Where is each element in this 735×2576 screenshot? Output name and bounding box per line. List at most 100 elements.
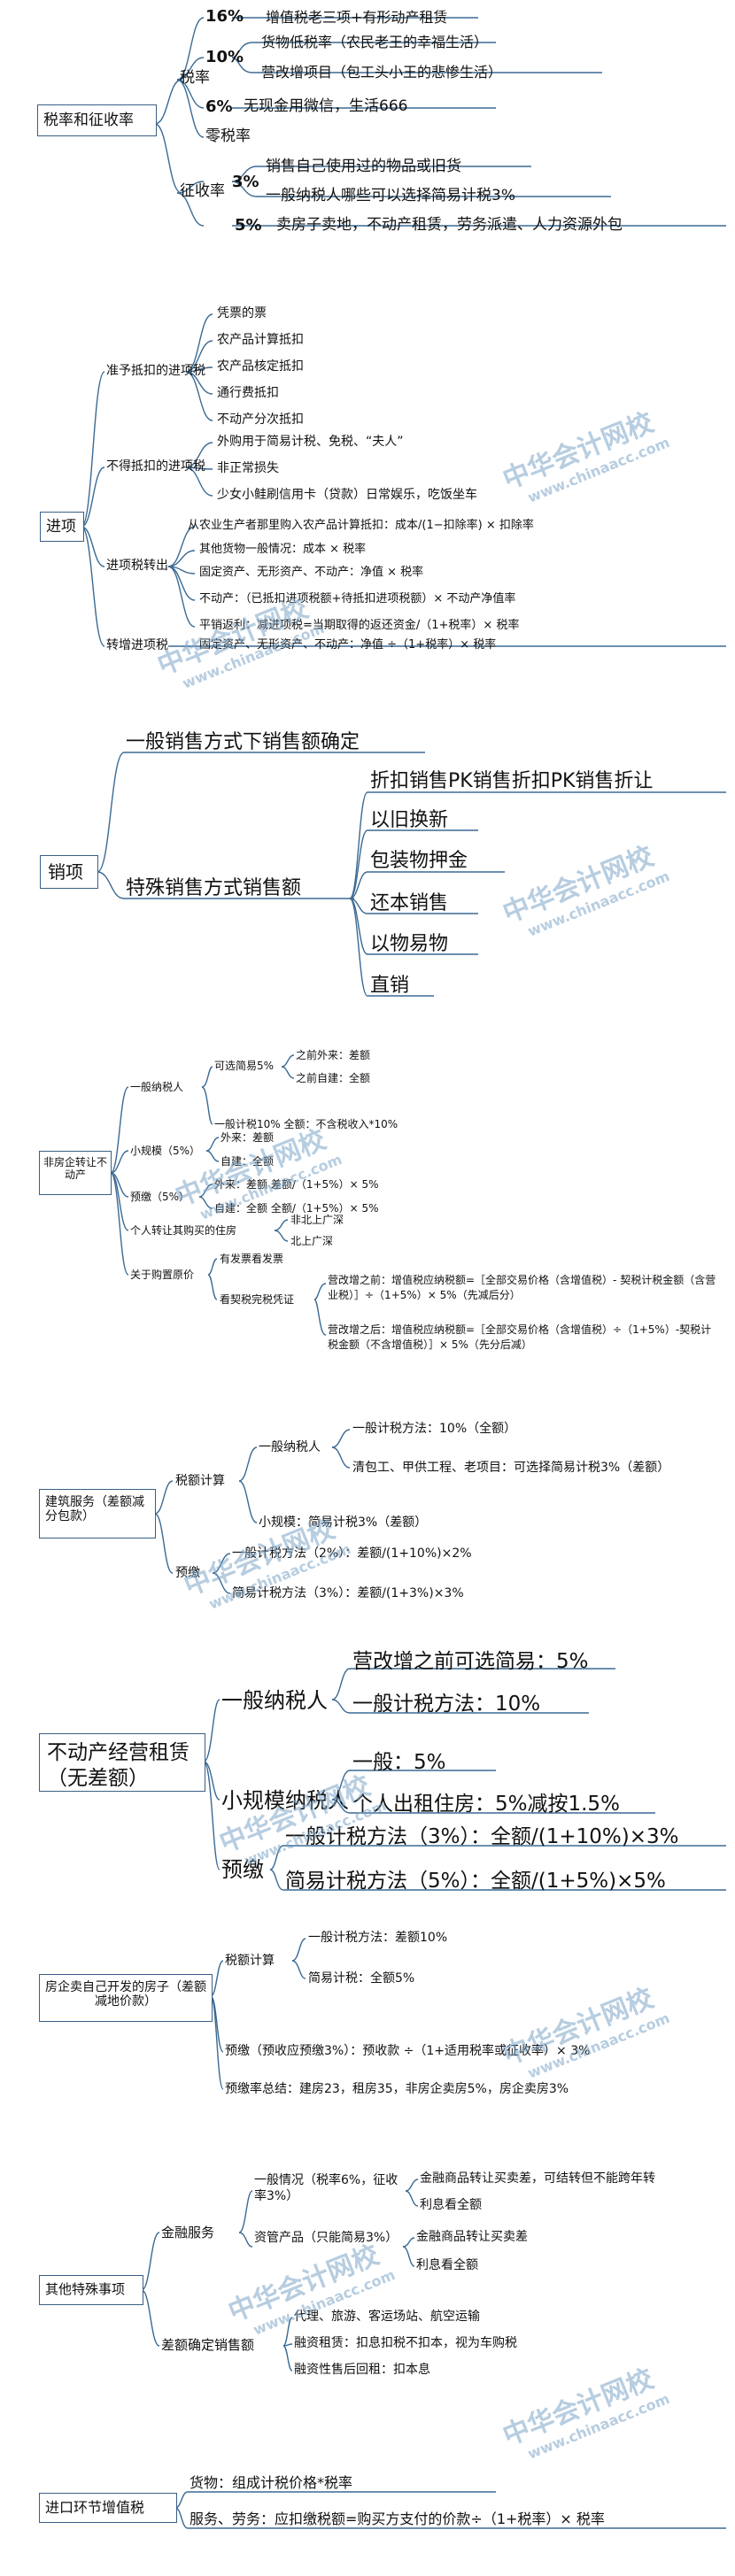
s3-c3: 包装物押金 [370,850,468,872]
s8-connectors [141,2179,419,2372]
s4-ind1: 非北上广深 [290,1214,344,1226]
s3-c4: 还本销售 [370,892,449,914]
s2-nodeduct: 不得抵扣的进项税 [106,459,205,474]
s8-f-asset: 资管产品（只能简易3%） [254,2231,398,2245]
s6-g1: 营改增之前可选简易：5% [352,1650,589,1673]
s2-d5: 不动产分次抵扣 [217,413,304,427]
s2-t2: 其他货物一般情况：成本 × 税率 [199,543,367,556]
s7-pre: 预缴（预收应预缴3%）：预收款 ÷（1+适用税率或征收率）× 3% [225,2044,591,2058]
s4-p: 预缴（5%） [130,1191,190,1203]
s3-root: 销项 [40,855,98,889]
s4-o21: 营改增之前：增值税应纳税额=［全部交易价格（含增值税）- 契税计税金额（含营业税… [328,1274,716,1302]
s4-o2: 看契税完税凭证 [220,1293,295,1306]
s4-g-gen: 一般计税10% 全额：不含税收入*10% [214,1118,398,1130]
s4-o22: 营改增之后：增值税应纳税额=［全部交易价格（含增值税）÷（1+5%）-契税计税金… [328,1323,712,1352]
s1-levy-label: 征收率 [180,182,225,200]
s2-n1: 外购用于简易计税、免税、“夫人” [217,435,404,449]
s8-f-g1: 金融商品转让买卖差，可结转但不能跨年转 [420,2171,655,2186]
s2-connectors [81,313,726,647]
s7-c2: 简易计税：全额5% [308,1971,415,1986]
s2-a1: 固定资产、无形资产、不动产：净值 ÷（1+税率）× 税率 [199,638,497,652]
s8-f-gen: 一般情况（税率6%，征收率3%） [254,2173,398,2203]
s6-s1: 一般：5% [352,1751,446,1774]
s6-connectors [203,1668,726,1891]
s5-root: 建筑服务（差额减分包款） [39,1489,156,1539]
s2-t5: 平销返利：减进项税=当期取得的返还资金/（1+税率）× 税率 [199,619,520,632]
s4-ind: 个人转让其购买的住房 [130,1224,237,1237]
s1-r10: 10% [205,48,244,66]
s6-root: 不动产经营租赁（无差额） [39,1733,205,1792]
s4-g-opt: 可选简易5% [214,1060,275,1072]
s1-root: 税率和征收率 [37,104,157,136]
s5-g1: 一般计税方法：10%（全额） [352,1422,517,1436]
s8-f-a2: 利息看全额 [416,2258,478,2272]
s5-g: 一般纳税人 [259,1440,321,1454]
s3-connectors [97,752,726,997]
s2-t3: 固定资产、无形资产、不动产：净值 × 税率 [199,566,424,579]
s4-p1: 外来：差额 差额/（1+5%）× 5% [214,1178,379,1191]
s4-o1: 有发票看发票 [220,1253,284,1265]
s8-d2-desc: 融资租赁：扣息扣税不扣本，视为车购税 [294,2336,517,2350]
s2-d2: 农产品计算抵扣 [217,333,304,347]
s3-c1: 折扣销售PK销售折扣PK销售折让 [370,770,654,792]
s1-l5: 5% [235,216,262,235]
s5-g2: 清包工、甲供工程、老项目：可选择简易计税3%（差额） [352,1461,670,1475]
s8-d1: 代理、旅游、客运场站、航空运输 [294,2310,480,2324]
s1-r10-desc1: 货物低税率（农民老王的幸福生活） [261,34,489,50]
s2-root: 进项 [40,512,84,542]
s2-transfer: 进项税转出 [106,559,168,573]
s7-sum: 预缴率总结：建房23，租房35，非房企卖房5%，房企卖房3% [225,2082,569,2096]
s2-n2: 非正常损失 [217,461,279,475]
s4-s: 小规模（5%） [130,1145,201,1157]
s8-root: 其他特殊事项 [39,2275,143,2305]
s2-d1: 凭票的票 [217,306,267,320]
s5-calc: 税额计算 [175,1474,225,1488]
s3-c2: 以旧换新 [370,809,449,831]
s8-f-g2: 利息看全额 [420,2198,482,2212]
s6-p1: 一般计税方法（3%）：全额/(1+10%)×3% [285,1825,679,1848]
s5-p2: 简易计税方法（3%）：差额/(1+3%)×3% [232,1586,464,1600]
s6-s: 小规模纳税人 [221,1788,349,1813]
s8-d3: 融资性售后回租：扣本息 [294,2363,430,2377]
s1-r16: 16% [205,7,244,26]
s4-connectors [110,1054,327,1336]
s1-r0: 零税率 [205,127,251,145]
s8-diff: 差额确定销售额 [161,2337,255,2353]
s1-r16-desc: 增值税老三项+有形动产租赁 [266,9,448,26]
s1-l3: 3% [232,173,259,191]
s4-g: 一般纳税人 [130,1081,184,1093]
s6-g2: 一般计税方法：10% [352,1693,541,1716]
s3-b1: 一般销售方式下销售额确定 [126,731,360,753]
s7-c1: 一般计税方法：差额10% [308,1931,448,1945]
s7-root: 房企卖自己开发的房子（差额减地价款） [39,1974,213,2022]
s3-c5: 以物易物 [370,933,449,955]
s6-s2: 个人出租住房：5%减按1.5% [352,1793,620,1816]
s9-i2: 服务、劳务：应扣缴税额=购买方支付的价款÷（1+税率）× 税率 [190,2510,605,2527]
s1-l3-desc2: 一般纳税人哪些可以选择简易计税3% [266,187,515,204]
s1-r6: 6% [205,97,233,116]
s5-pre: 预缴 [175,1566,200,1580]
s4-ind2: 北上广深 [290,1235,334,1247]
s1-r6-desc: 无现金用微信，生活666 [244,97,408,115]
s6-p: 预缴 [221,1857,264,1882]
s4-g-o2: 之前自建：全额 [296,1072,371,1084]
s8-fin: 金融服务 [161,2225,215,2241]
s4-s1: 外来：差额 [220,1131,275,1144]
s2-d4: 通行费抵扣 [217,386,279,400]
s2-t4: 不动产：（已抵扣进项税额+待抵扣进项税额）× 不动产净值率 [199,592,516,605]
s4-g-o1: 之前外来：差额 [296,1049,371,1061]
s1-rate-label: 税率 [180,69,210,87]
s4-s2: 自建：全额 [220,1155,275,1168]
s8-f-a1: 金融商品转让买卖差 [416,2230,528,2244]
s2-t1: 从农业生产者那里购入农产品计算抵扣：成本/(1−扣除率) × 扣除率 [188,519,534,532]
s9-i1: 货物：组成计税价格*税率 [190,2474,353,2491]
s2-d3: 农产品核定抵扣 [217,359,304,374]
s3-b2: 特殊销售方式销售额 [126,877,302,899]
s1-l3-desc1: 销售自己使用过的物品或旧货 [266,158,461,175]
s5-p1: 一般计税方法（2%）：差额/(1+10%)×2% [232,1546,472,1561]
s2-add: 转增进项税 [106,638,168,652]
s9-root: 进口环节增值税 [39,2493,177,2523]
s4-p2: 自建：全额 全额/（1+5%）× 5% [214,1202,379,1215]
s4-root: 非房企转让不动产 [39,1151,112,1195]
